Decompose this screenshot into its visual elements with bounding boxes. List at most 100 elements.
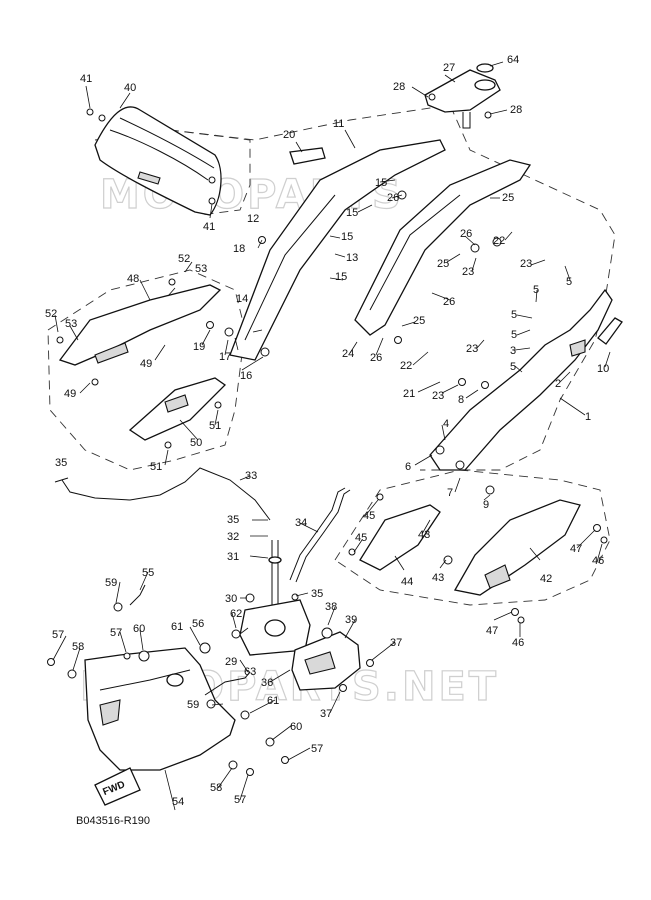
callout-2: 2	[555, 378, 561, 390]
callout-5-a: 5	[566, 276, 572, 288]
callout-48: 48	[127, 273, 139, 285]
group-outline-left-panel	[47, 269, 246, 471]
part-44-lower-bracket	[359, 504, 441, 571]
callout-52-b: 52	[45, 308, 57, 320]
callout-31: 31	[227, 551, 239, 563]
callout-15-b: 15	[346, 207, 358, 219]
callout-4: 4	[443, 418, 449, 430]
callout-37-b: 37	[320, 708, 332, 720]
part-48-left-panel	[58, 284, 222, 366]
callout-23-d: 23	[432, 390, 444, 402]
callout-35-a: 35	[55, 457, 67, 469]
callout-55: 55	[142, 567, 154, 579]
callout-62: 62	[230, 608, 242, 620]
part-55-stay	[113, 584, 146, 612]
callout-58-a: 58	[72, 641, 84, 653]
callout-18: 18	[233, 243, 245, 255]
callout-51-b: 51	[150, 461, 162, 473]
part-20-bracket	[289, 147, 326, 165]
callout-15-a: 15	[375, 177, 387, 189]
callout-43-a: 43	[418, 529, 430, 541]
callout-34: 34	[295, 517, 307, 529]
callout-41-top: 41	[80, 73, 92, 85]
callout-5-b: 5	[533, 284, 539, 296]
part-2-right-frame	[429, 288, 613, 471]
callout-45-b: 45	[355, 532, 367, 544]
callout-15-d: 15	[335, 271, 347, 283]
callout-35-b: 35	[227, 514, 239, 526]
callout-26-d: 26	[370, 352, 382, 364]
callout-60-b: 60	[290, 721, 302, 733]
callout-39: 39	[345, 614, 357, 626]
callout-5-e: 5	[510, 361, 516, 373]
diagram-code: B043516-R190	[76, 815, 150, 827]
part-40-seat-cowl	[94, 106, 222, 216]
callout-60-a: 60	[133, 623, 145, 635]
part-29-reservoir-tank	[239, 599, 311, 656]
callout-59-b: 59	[187, 699, 199, 711]
callout-36: 36	[261, 677, 273, 689]
callout-25-c: 25	[413, 315, 425, 327]
callout-16: 16	[240, 370, 252, 382]
callout-63: 63	[244, 666, 256, 678]
group-outline-side-cover	[169, 104, 616, 471]
callout-25-a: 25	[502, 192, 514, 204]
callout-49-a: 49	[140, 358, 152, 370]
leader-lines	[52, 61, 611, 811]
callout-27: 27	[443, 62, 455, 74]
callout-46-a: 46	[592, 555, 604, 567]
callout-22-b: 22	[400, 360, 412, 372]
callout-61-a: 61	[171, 621, 183, 633]
callout-47-b: 47	[486, 625, 498, 637]
callout-38: 38	[325, 601, 337, 613]
callout-22-a: 22	[493, 235, 505, 247]
callout-57-d: 57	[234, 794, 246, 806]
part-24-center-frame	[354, 159, 532, 336]
callout-26-a: 26	[387, 192, 399, 204]
callout-8: 8	[458, 394, 464, 406]
callout-25-b: 25	[437, 258, 449, 270]
bolt-markers	[47, 93, 608, 776]
callout-57-b: 57	[110, 627, 122, 639]
callout-10: 10	[597, 363, 609, 375]
callout-44: 44	[401, 576, 413, 588]
callout-53-b: 53	[65, 318, 77, 330]
callout-21: 21	[403, 388, 415, 400]
part-35-hose-end	[54, 477, 69, 483]
callout-numbers: 41 40 41 20 11 27 64 28 28 15 26 15 12 2…	[45, 54, 609, 808]
callout-47-a: 47	[570, 543, 582, 555]
callout-41-low: 41	[203, 221, 215, 233]
callout-14: 14	[236, 293, 248, 305]
callout-57-a: 57	[52, 629, 64, 641]
callout-13: 13	[346, 252, 358, 264]
part-54-front-cowl	[84, 647, 236, 771]
callout-49-b: 49	[64, 388, 76, 400]
part-36-lower-unit	[291, 631, 361, 691]
callout-26-b: 26	[460, 228, 472, 240]
callout-26-c: 26	[443, 296, 455, 308]
callout-15-c: 15	[341, 231, 353, 243]
callout-23-a: 23	[462, 266, 474, 278]
callout-52-a: 52	[178, 253, 190, 265]
callout-35-c: 35	[311, 588, 323, 600]
callout-64: 64	[507, 54, 519, 66]
callout-23-c: 23	[466, 343, 478, 355]
callout-45-a: 45	[363, 510, 375, 522]
callout-37-a: 37	[390, 637, 402, 649]
callout-56: 56	[192, 618, 204, 630]
callout-40: 40	[124, 82, 136, 94]
callout-17: 17	[219, 351, 231, 363]
callout-46-b: 46	[512, 637, 524, 649]
part-11-side-cover	[229, 139, 446, 361]
callout-28-a: 28	[393, 81, 405, 93]
part-33-rod	[61, 467, 271, 521]
callout-20: 20	[283, 129, 295, 141]
callout-61-b: 61	[267, 695, 279, 707]
callout-9: 9	[483, 499, 489, 511]
callout-32: 32	[227, 531, 239, 543]
callout-33: 33	[245, 470, 257, 482]
callout-59-a: 59	[105, 577, 117, 589]
callout-19: 19	[193, 341, 205, 353]
part-63-bracket	[204, 671, 251, 696]
